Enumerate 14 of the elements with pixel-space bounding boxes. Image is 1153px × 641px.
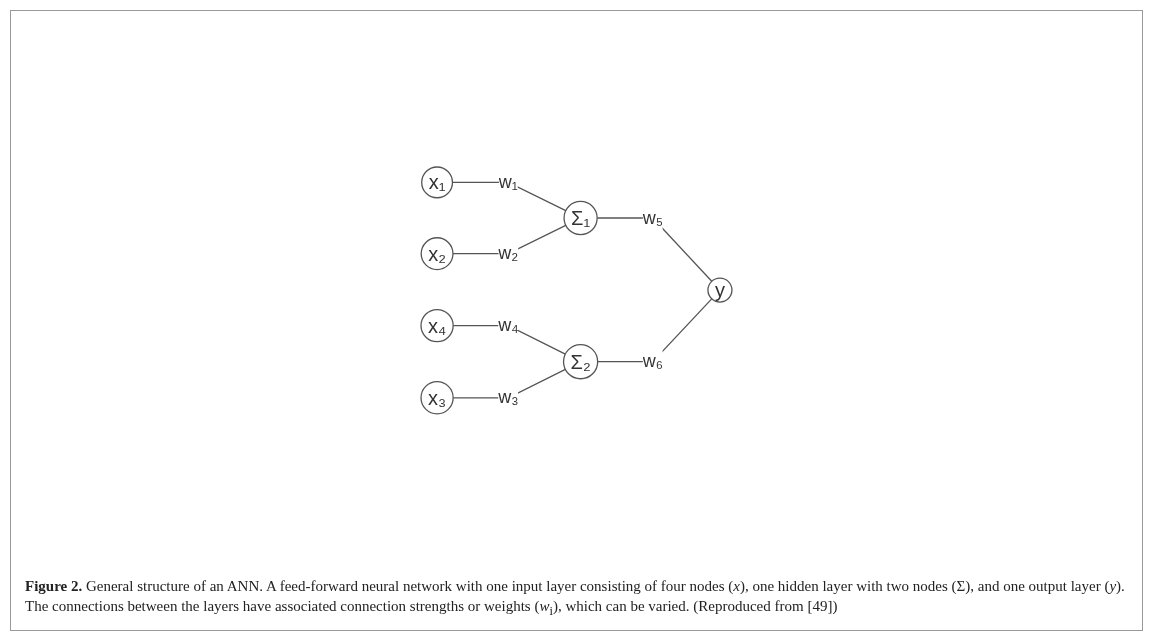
edge-label: w₆: [642, 351, 663, 372]
node-circle: x₁: [421, 166, 454, 199]
edge-label: w₅: [642, 207, 663, 228]
edge-label: w₄: [498, 315, 519, 336]
edge-label: w₂: [498, 243, 519, 264]
node-circle: x₂: [420, 237, 454, 271]
figure-caption: Figure 2. General structure of an ANN. A feed-forward neural network with one input layer consisting of four nodes (x), one hidden layer with two nodes (Σ), and one output layer (y). The connections between the layers have associated connection strengths or weights (w$_{i}$), which can be varied. (Reproduced from [49]): [24, 576, 1126, 621]
edge-label: w₁: [498, 171, 518, 192]
edge-label: w₃: [498, 387, 519, 408]
node-circle: x₄: [420, 308, 454, 343]
node-circle: Σ₂: [562, 344, 599, 380]
node-circle: x₃: [420, 381, 454, 415]
node-circle: y: [707, 277, 733, 303]
node-circle: Σ₁: [563, 200, 598, 236]
